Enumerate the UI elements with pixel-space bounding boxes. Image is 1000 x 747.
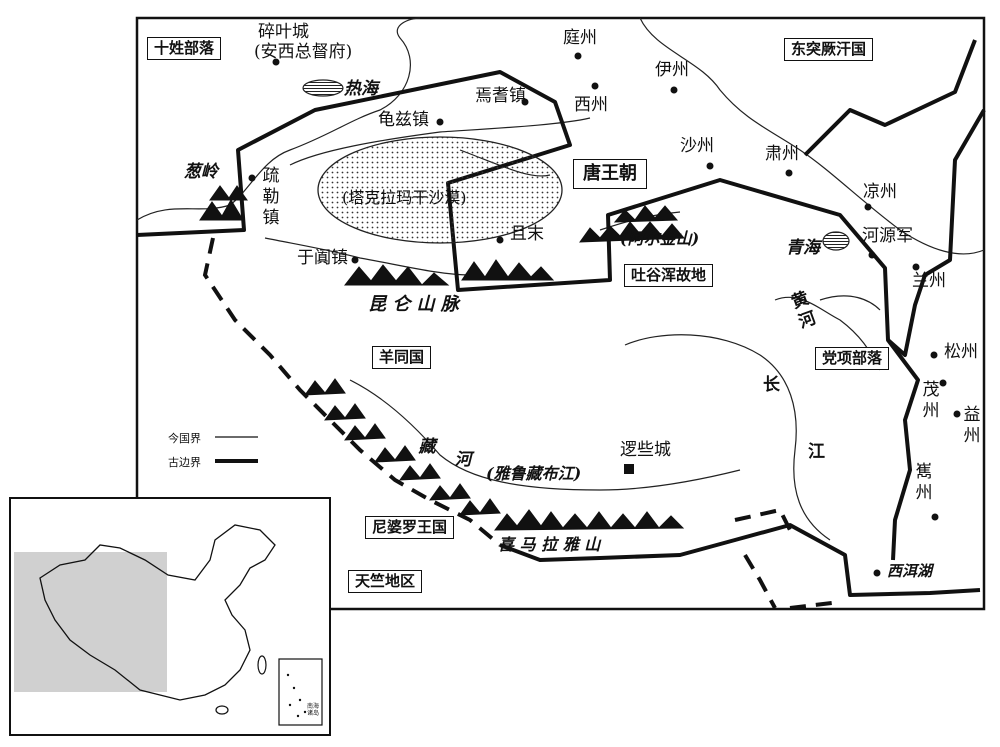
geo-congling: 葱岭 [184, 162, 218, 182]
city-qiuci: 龟兹镇 [378, 110, 429, 130]
maozhou-char-2: 州 [922, 401, 940, 421]
yanqi-dot [521, 98, 529, 106]
city-shazhou: 沙州 [680, 136, 714, 156]
geo-kunlun: 昆 仑 山 脉 [368, 294, 459, 315]
geo-qinghai: 青海 [786, 238, 820, 258]
city-anxi: (安西总督府) [254, 42, 353, 62]
maozhou-char-1: 茂 [922, 380, 940, 400]
inset-south-sea-box [278, 658, 323, 726]
geo-yarlung: (雅鲁藏布江) [486, 464, 582, 483]
xizhou2-char-2: 州 [915, 483, 933, 503]
region-dongtujue: 东突厥汗国 [784, 38, 874, 61]
city-lanzhou: 兰州 [912, 271, 946, 291]
geo-rehai: 热海 [344, 79, 378, 99]
inset-label-1: 南海 [307, 703, 320, 710]
region-niboluo: 尼婆罗王国 [365, 516, 455, 539]
city-yanqi: 焉耆镇 [475, 86, 526, 106]
geo-xier: 西洱湖 [887, 562, 933, 580]
city-shule: 疏 勒 镇 [262, 166, 280, 229]
city-luoxie: 逻些城 [620, 440, 671, 460]
tingzhou-dot [574, 52, 582, 60]
shule-char-2: 勒 [262, 187, 280, 207]
yizhou2-char-2: 州 [963, 426, 981, 446]
yizhou-dot [670, 86, 678, 94]
inset-taiwan [257, 655, 267, 675]
ancient-borders-dashed [202, 237, 841, 610]
city-heyuan: 河源军 [862, 226, 913, 246]
geo-changjiang-1: 长 [763, 375, 780, 395]
main-map-frame [135, 16, 986, 611]
mountain-symbols [199, 185, 686, 531]
geo-himalaya: 喜 马 拉 雅 山 [498, 535, 601, 554]
qinghai-lake [822, 231, 850, 251]
yutian-dot [351, 256, 359, 264]
liangzhou-dot [864, 203, 872, 211]
city-suiye: 碎叶城 [258, 22, 309, 42]
shule-dot [248, 174, 256, 182]
yizhou2-char-1: 益 [963, 405, 981, 425]
region-tang: 唐王朝 [573, 159, 647, 189]
city-maozhou: 茂 州 [922, 380, 940, 422]
ancient-borders [136, 39, 986, 597]
region-shixing: 十姓部落 [147, 37, 222, 60]
legend-modern: 今国界 [168, 432, 201, 445]
suiye-dot [272, 58, 280, 66]
city-yizhou: 伊州 [655, 60, 689, 80]
region-dangxiang: 党项部落 [815, 347, 890, 370]
suzhou-dot [785, 169, 793, 177]
xizhou2-char-1: 嶲 [915, 462, 933, 482]
city-yizhou2: 益 州 [963, 405, 981, 447]
shule-char-1: 疏 [262, 166, 280, 186]
shazhou-dot [706, 162, 714, 170]
thin-lines [136, 17, 985, 541]
qiemo-dot [496, 236, 504, 244]
city-tingzhou: 庭州 [563, 28, 597, 48]
region-tianzhu: 天竺地区 [348, 570, 423, 593]
xizhou-dot [591, 82, 599, 90]
taklamakan-desert-shape [317, 136, 563, 244]
region-tuyuhun: 吐谷浑故地 [624, 264, 714, 287]
geo-zanghe: 藏 河 [418, 437, 472, 474]
city-suzhou: 肃州 [765, 144, 799, 164]
inset-hainan [215, 705, 229, 715]
legend-ancient: 古边界 [168, 456, 201, 469]
heyuan-dot [868, 251, 876, 259]
songzhou-dot [930, 351, 938, 359]
city-xizhou: 西州 [574, 95, 608, 115]
inset-islands [286, 673, 307, 718]
city-dots [248, 52, 961, 577]
inset-label-2: 诸岛 [307, 710, 320, 717]
city-xizhou2: 嶲 州 [915, 462, 933, 504]
xier-dot [873, 569, 881, 577]
region-yangtong: 羊同国 [372, 346, 432, 369]
rehai-lake [302, 79, 344, 97]
inset-south-sea-label: 南海 诸岛 [307, 703, 319, 717]
inset-china-outline [39, 524, 276, 701]
maozhou-dot [939, 379, 947, 387]
city-songzhou: 松州 [944, 342, 978, 362]
lanzhou-dot [912, 263, 920, 271]
city-qiemo: 且末 [510, 224, 544, 244]
inset-highlight [14, 552, 167, 692]
qiuci-dot [436, 118, 444, 126]
shule-char-3: 镇 [262, 208, 280, 228]
zanghe-char-1: 藏 [418, 437, 436, 457]
yizhou2-dot [953, 410, 961, 418]
luoxie-marker [624, 464, 634, 474]
geo-aerjin: (阿尔金山) [620, 229, 700, 248]
city-liangzhou: 凉州 [863, 182, 897, 202]
geo-desert: (塔克拉玛干沙漠) [342, 188, 467, 207]
xizhou2-dot [931, 513, 939, 521]
geo-changjiang-2: 江 [808, 442, 825, 462]
city-yutian: 于阗镇 [297, 248, 348, 268]
zanghe-char-2: 河 [454, 450, 472, 470]
